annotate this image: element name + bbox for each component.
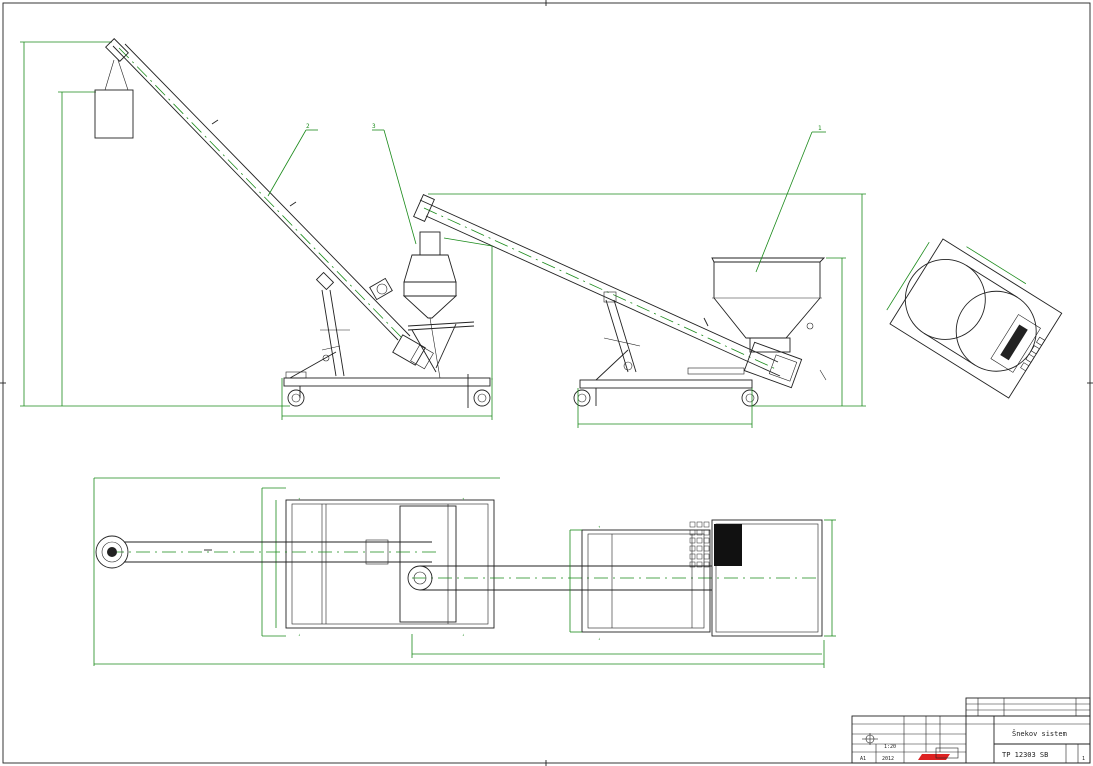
drawing-number: TP 12303 SB — [1002, 751, 1048, 759]
svg-text:↑: ↑ — [598, 524, 600, 529]
svg-text:↑: ↑ — [298, 496, 300, 501]
callout-2: 2 — [306, 123, 310, 130]
plan-carriage-left: ↑ ↑ ↓ ↓ — [261, 487, 495, 637]
support-frame-3 — [595, 299, 641, 381]
plan-conveyor-2 — [95, 535, 440, 569]
base-carriage-right — [573, 367, 759, 428]
svg-text:↓: ↓ — [462, 632, 464, 637]
overall-height-dimension — [20, 41, 290, 407]
svg-text:↑: ↑ — [462, 496, 464, 501]
callout-3: 3 — [372, 123, 376, 130]
drawing-scale: 1:20 — [884, 744, 896, 750]
company-logo — [918, 747, 959, 760]
plan-view: ↑ ↑ ↓ ↓ — [93, 477, 836, 668]
support-frame-2 — [289, 289, 350, 379]
base-carriage-left — [281, 246, 493, 420]
drawing-title: Šnekov sistem — [1012, 729, 1067, 738]
inclined-conveyor-3 — [413, 194, 781, 377]
middle-hopper — [392, 231, 475, 379]
plan-carriage-right: ↑ ↓ — [569, 524, 711, 641]
title-block: Šnekov sistem TP 12303 SB A1 2012 1:20 1 — [851, 697, 1091, 764]
plan-conveyor-3 — [407, 565, 820, 591]
callout-1: 1 — [818, 125, 822, 132]
right-height-dimensions — [428, 193, 866, 407]
projection-symbol-icon — [862, 733, 878, 745]
feed-hopper — [711, 257, 827, 389]
drawing-year: 2012 — [882, 756, 894, 762]
callout-leaders — [267, 129, 826, 273]
bin — [94, 89, 134, 139]
sheet-format: A1 — [860, 756, 866, 762]
svg-text:↓: ↓ — [598, 636, 600, 641]
detail-view — [886, 238, 1063, 399]
plan-feed-hopper — [689, 519, 836, 637]
inclined-conveyor-2 — [105, 38, 411, 341]
sheet-number: 1 — [1082, 756, 1085, 762]
svg-text:↓: ↓ — [298, 632, 300, 637]
side-elevation-view: 2 3 1 — [20, 38, 866, 428]
